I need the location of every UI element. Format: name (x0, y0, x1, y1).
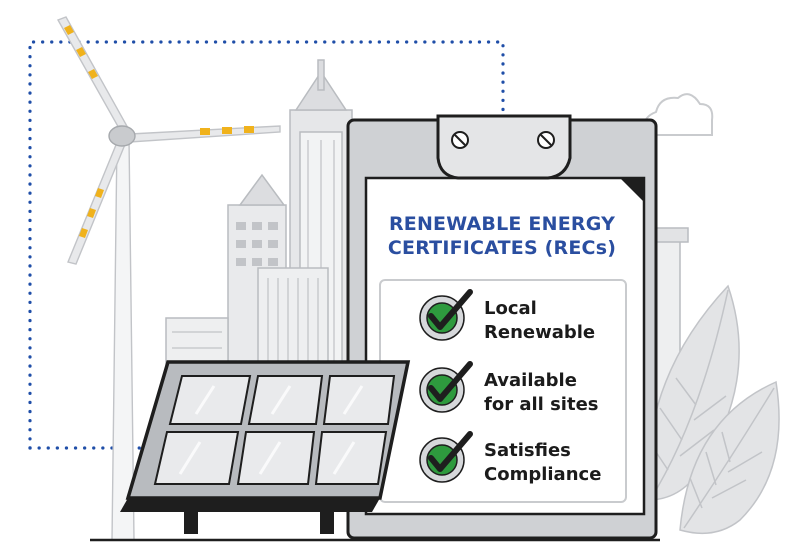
checklist-item-line1: Satisfies (484, 440, 571, 461)
checklist-item: Satisfies Compliance (419, 431, 601, 485)
checklist-item-line1: Local (484, 298, 537, 319)
checklist-item: Local Renewable (419, 289, 595, 343)
checkmark-icon (419, 361, 473, 413)
checklist-item-line2: Renewable (484, 322, 595, 343)
clipboard-title-line2: CERTIFICATES (RECs) (388, 237, 616, 259)
checklist-item: Available for all sites (419, 361, 599, 415)
checkmark-icon (419, 431, 473, 483)
checklist-item-line2: Compliance (484, 464, 601, 485)
wind-turbine-icon (56, 16, 281, 541)
clipboard-title-line1: RENEWABLE ENERGY (389, 213, 615, 235)
checklist-item-line1: Available (484, 370, 577, 391)
checklist-item-line2: for all sites (484, 394, 599, 415)
checkmark-icon (419, 289, 473, 341)
solar-panel-icon (120, 360, 411, 534)
leaf-icon (646, 284, 780, 535)
cloud-icon (642, 93, 714, 136)
